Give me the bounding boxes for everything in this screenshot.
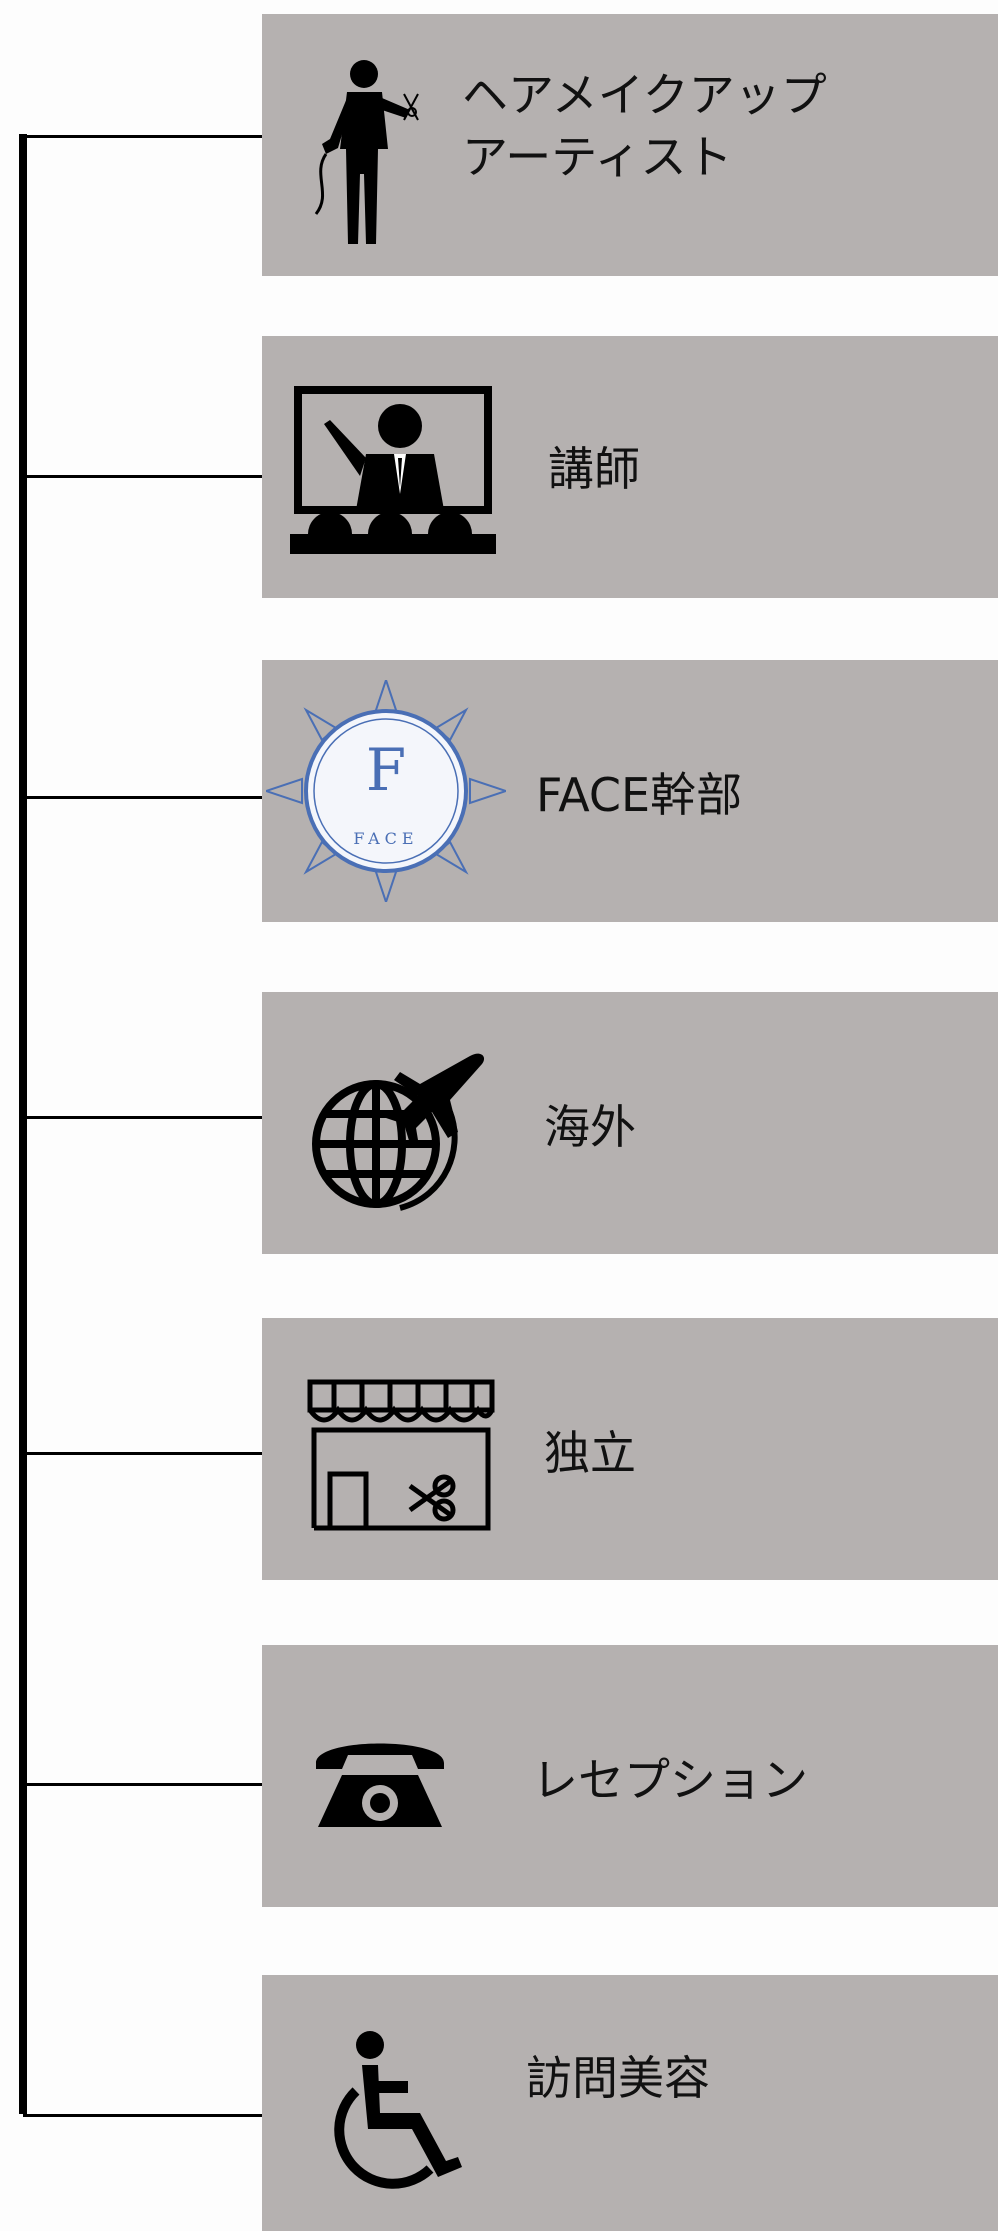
branch-line — [23, 796, 263, 799]
branch-line — [23, 2114, 263, 2117]
item-reception: レセプション — [262, 1645, 998, 1907]
branch-line — [23, 1783, 263, 1786]
face-compass-logo: F FACE — [266, 680, 506, 902]
salon-storefront-icon — [307, 1379, 495, 1531]
item-label: 海外 — [544, 1100, 636, 1154]
item-label: ヘアメイクアップ アーティスト — [462, 68, 827, 184]
branch-line — [23, 1452, 263, 1455]
item-label: FACE幹部 — [536, 768, 743, 822]
item-label: 講師 — [548, 442, 640, 496]
globe-airplane-icon — [312, 1053, 485, 1211]
branch-line — [23, 1116, 263, 1119]
item-label: 訪問美容 — [526, 2051, 710, 2105]
item-label: 独立 — [544, 1426, 636, 1480]
face-logo-text: FACE — [353, 829, 418, 848]
wheelchair-icon — [334, 2031, 462, 2189]
item-label: レセプション — [532, 1753, 808, 1807]
telephone-icon — [316, 1743, 444, 1827]
lecturer-icon — [290, 386, 496, 554]
item-hair-makeup-artist: ヘアメイクアップ アーティスト — [262, 14, 998, 276]
item-face-executive: F FACE FACE幹部 — [262, 660, 998, 922]
item-overseas: 海外 — [262, 992, 998, 1254]
trunk-line — [19, 134, 27, 2114]
item-home-visit-beauty: 訪問美容 — [262, 1975, 998, 2231]
item-instructor: 講師 — [262, 336, 998, 598]
branch-line — [23, 135, 263, 138]
stylist-with-scissors-icon — [314, 60, 419, 244]
svg-text:F: F — [366, 736, 406, 804]
branch-line — [23, 475, 263, 478]
item-independent: 独立 — [262, 1318, 998, 1580]
